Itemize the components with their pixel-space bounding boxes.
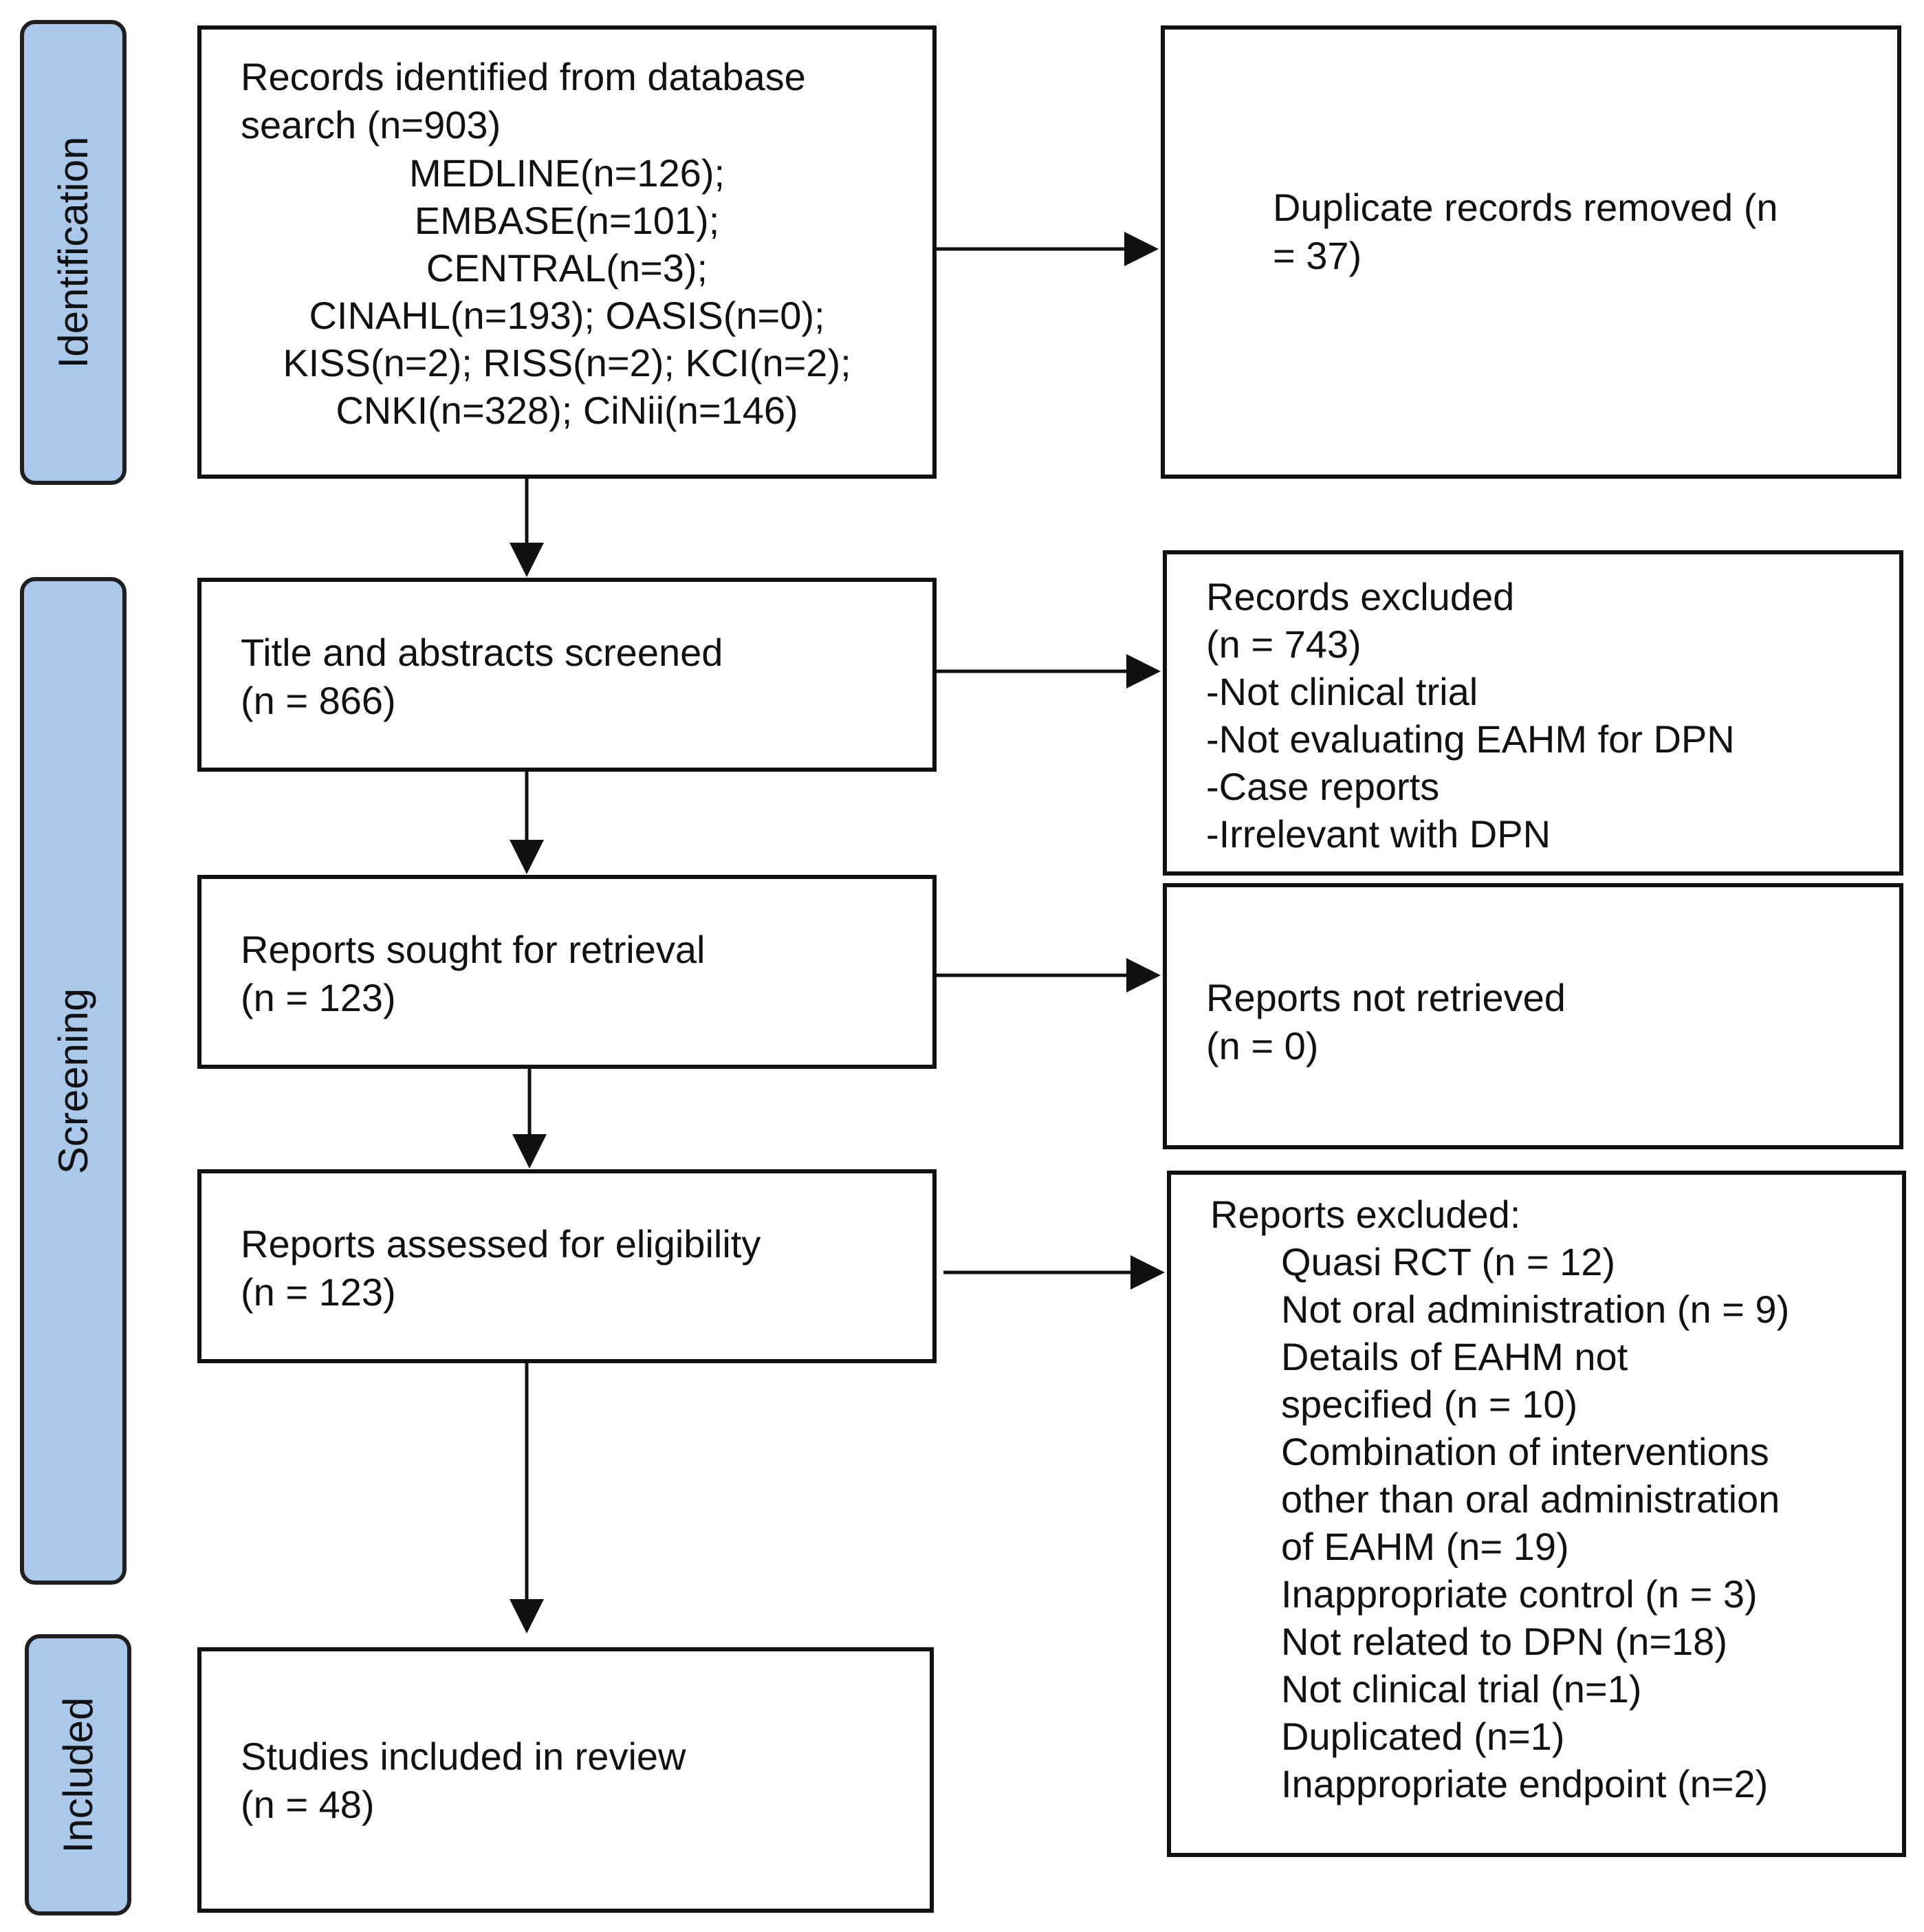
stage-identification: Identification [20,20,127,485]
reports-excluded-item: of EAHM (n= 19) [1281,1525,1569,1568]
stage-screening: Screening [20,577,127,1585]
screened-box: Title and abstracts screened (n = 866) [197,578,937,772]
database-line: CINAHL(n=193); OASIS(n=0); [309,294,825,337]
reports-excluded-heading: Reports excluded: [1210,1193,1521,1236]
database-line: KISS(n=2); RISS(n=2); KCI(n=2); [283,341,851,384]
database-line: MEDLINE(n=126); [408,151,725,195]
records-excluded-line: (n = 743) [1206,622,1362,666]
reports-excluded-item: Combination of interventions [1281,1430,1769,1473]
sought-box: Reports sought for retrieval (n = 123) [197,875,937,1069]
duplicates-removed-line: Duplicate records removed (n [1273,186,1778,229]
reports-excluded-item: Quasi RCT (n = 12) [1281,1240,1616,1283]
records-identified-box: Records identified from database search … [197,25,937,479]
included-studies-box: Studies included in review (n = 48) [197,1647,934,1913]
records-excluded-line: Records excluded [1206,575,1515,618]
records-identified-heading-2: search (n=903) [241,103,501,146]
not-retrieved-box: Reports not retrieved (n = 0) [1163,883,1903,1149]
database-line: CENTRAL(n=3); [426,246,708,290]
records-excluded-line: -Irrelevant with DPN [1206,812,1551,856]
records-excluded-box: Records excluded (n = 743) -Not clinical… [1163,550,1903,876]
screened-line: Title and abstracts screened [241,631,723,674]
reports-excluded-item: Not related to DPN (n=18) [1281,1620,1727,1663]
assessed-line: Reports assessed for eligibility [241,1222,761,1266]
not-retrieved-line: Reports not retrieved [1206,976,1566,1019]
stage-included: Included [25,1634,131,1915]
reports-excluded-item: Not clinical trial (n=1) [1281,1667,1642,1711]
included-studies-line: Studies included in review [241,1735,686,1778]
records-excluded-line: -Not clinical trial [1206,670,1478,713]
reports-excluded-item: Not oral administration (n = 9) [1281,1288,1790,1331]
assessed-box: Reports assessed for eligibility (n = 12… [197,1169,937,1363]
screened-line: (n = 866) [241,679,396,722]
records-excluded-line: -Not evaluating EAHM for DPN [1206,717,1735,761]
reports-excluded-box: Reports excluded: Quasi RCT (n = 12) Not… [1167,1171,1906,1857]
duplicates-removed-line: = 37) [1273,234,1362,277]
reports-excluded-item: Details of EAHM not [1281,1335,1628,1378]
reports-excluded-item: Inappropriate control (n = 3) [1281,1572,1758,1616]
reports-excluded-item: Inappropriate endpoint (n=2) [1281,1762,1769,1805]
sought-line: Reports sought for retrieval [241,928,706,971]
not-retrieved-line: (n = 0) [1206,1024,1319,1067]
database-line: CNKI(n=328); CiNii(n=146) [336,389,798,432]
reports-excluded-item: other than oral administration [1281,1477,1780,1521]
reports-excluded-item: Duplicated (n=1) [1281,1715,1565,1758]
database-line: EMBASE(n=101); [414,199,720,242]
assessed-line: (n = 123) [241,1270,396,1314]
duplicates-removed-box: Duplicate records removed (n = 37) [1161,25,1901,479]
reports-excluded-item: specified (n = 10) [1281,1382,1578,1426]
included-studies-line: (n = 48) [241,1783,375,1826]
sought-line: (n = 123) [241,976,396,1019]
records-identified-heading-1: Records identified from database [241,55,806,98]
records-excluded-line: -Case reports [1206,765,1440,808]
